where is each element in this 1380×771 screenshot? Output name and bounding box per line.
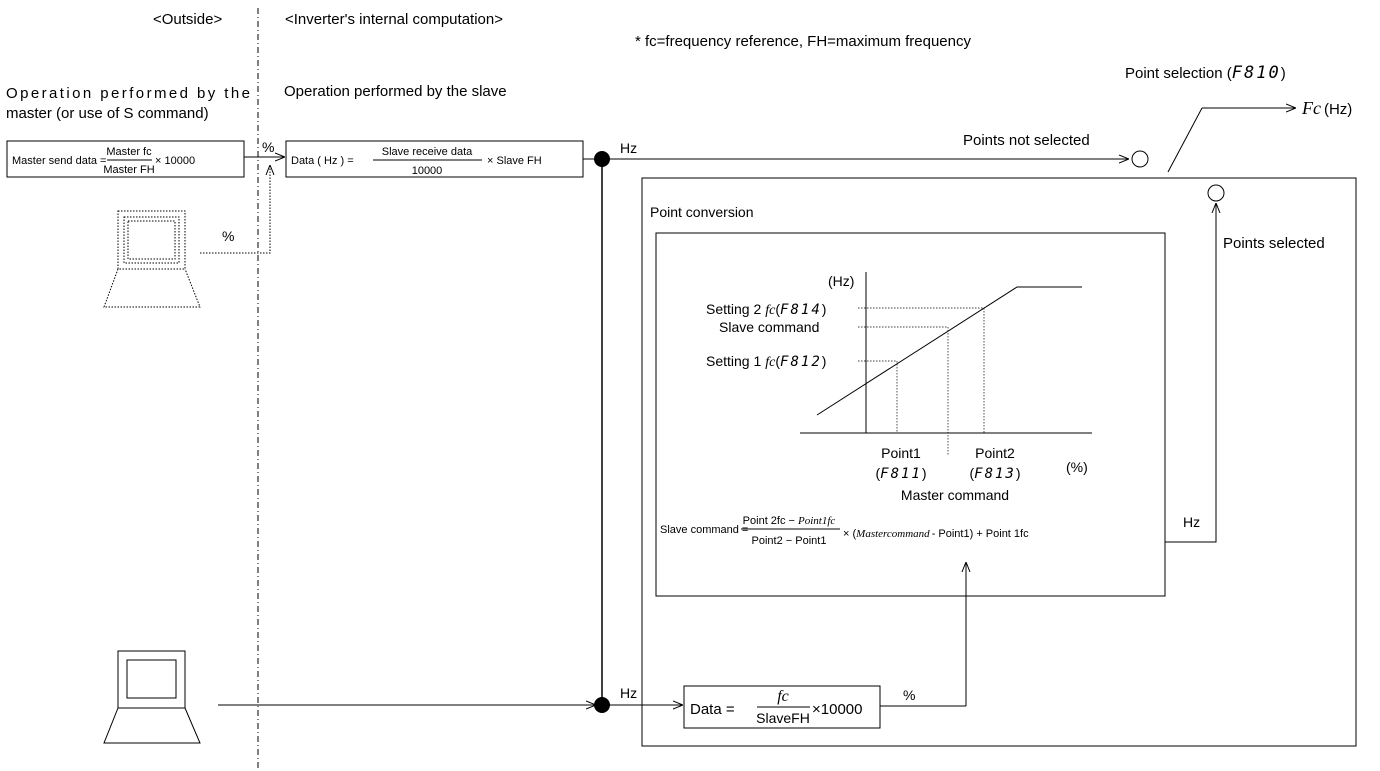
selected-path-line: [1165, 203, 1216, 543]
hz-label-right: Hz: [1183, 514, 1200, 530]
setting1-code: F812: [780, 354, 822, 370]
master-command-axis-label: Master command: [901, 487, 1009, 503]
graph-y-unit: (Hz): [828, 273, 854, 289]
data-hz-numerator: Slave receive data: [382, 146, 473, 158]
point-conversion-title: Point conversion: [650, 204, 754, 220]
point-conversion-box: [655, 232, 1166, 597]
percent-label-bottom: %: [903, 687, 915, 703]
bottom-data-suffix: ×10000: [812, 701, 862, 718]
data-hz-prefix: Data ( Hz ) =: [291, 155, 354, 167]
master-send-prefix: Master send data =: [12, 155, 106, 167]
master-send-data-box: Master send data = Master fc Master FH ×…: [6, 140, 245, 178]
percent-label-dotted: %: [222, 228, 234, 244]
point-processing-outer-box: [641, 177, 1357, 747]
master-operation-line2: master (or use of S command): [6, 105, 209, 122]
point-selection-label: Point selection (F810): [1125, 63, 1286, 83]
switch-contact-selected: [1207, 184, 1225, 202]
hz-label-top: Hz: [620, 140, 637, 156]
formula-denominator: Point2 − Point1: [752, 535, 827, 547]
master-send-suffix: × 10000: [155, 155, 195, 167]
points-not-selected-label: Points not selected: [963, 132, 1090, 149]
master-send-denominator: Master FH: [103, 164, 154, 176]
formula-rest: × (Mastercommand- Point1) + Point 1fc: [843, 528, 1029, 540]
dotted-computer-link: [200, 165, 270, 254]
master-send-numerator: Master fc: [106, 146, 152, 158]
internal-heading: <Inverter's internal computation>: [285, 11, 503, 28]
graph-x-unit: (%): [1066, 459, 1088, 475]
formula-numerator: Point 2fc − Point1fc: [743, 515, 836, 527]
point1-code: (F811): [875, 465, 926, 482]
point2-code: (F813): [969, 465, 1020, 482]
data-hz-box: Data ( Hz ) = Slave receive data 10000 ×…: [285, 140, 584, 178]
point1-label: Point1: [881, 445, 921, 461]
point-selection-code: F810: [1232, 63, 1281, 83]
data-hz-suffix: × Slave FH: [487, 155, 542, 167]
dotted-computer-icon: [103, 210, 201, 308]
percent-label-top: %: [262, 139, 274, 155]
computer-icon: [103, 650, 201, 744]
bottom-data-box: Data = fc SlaveFH ×10000: [683, 685, 881, 729]
fc-output-label: Fc(Hz): [1301, 98, 1352, 118]
data-hz-denominator: 10000: [412, 165, 443, 177]
fc-output-symbol: Fc: [1301, 98, 1321, 118]
switch-lever: [1167, 107, 1203, 173]
point2-label: Point2: [975, 445, 1015, 461]
legend-note: * fc=frequency reference, FH=maximum fre…: [635, 33, 971, 50]
conversion-line: [816, 286, 1082, 416]
bottom-data-prefix: Data =: [690, 701, 735, 718]
setting2-code: F814: [780, 302, 822, 318]
master-operation-line1: Operation performed by the: [6, 85, 250, 102]
slave-command-axis-label: Slave command: [719, 319, 819, 335]
slave-command-formula: Slave command = Point 2fc − Point1fc Poi…: [660, 515, 1029, 547]
slave-operation-label: Operation performed by the slave: [284, 83, 507, 100]
bottom-data-numerator: fc: [777, 688, 789, 705]
outside-heading: <Outside>: [153, 11, 222, 28]
bottom-data-denominator: SlaveFH: [756, 710, 810, 726]
switch-contact-not-selected: [1131, 150, 1149, 168]
points-selected-label: Points selected: [1223, 235, 1325, 252]
graph-guide-lines: [858, 307, 985, 455]
formula-prefix: Slave command =: [660, 524, 748, 536]
hz-label-bottom: Hz: [620, 685, 637, 701]
fc-output-unit: (Hz): [1324, 101, 1352, 118]
